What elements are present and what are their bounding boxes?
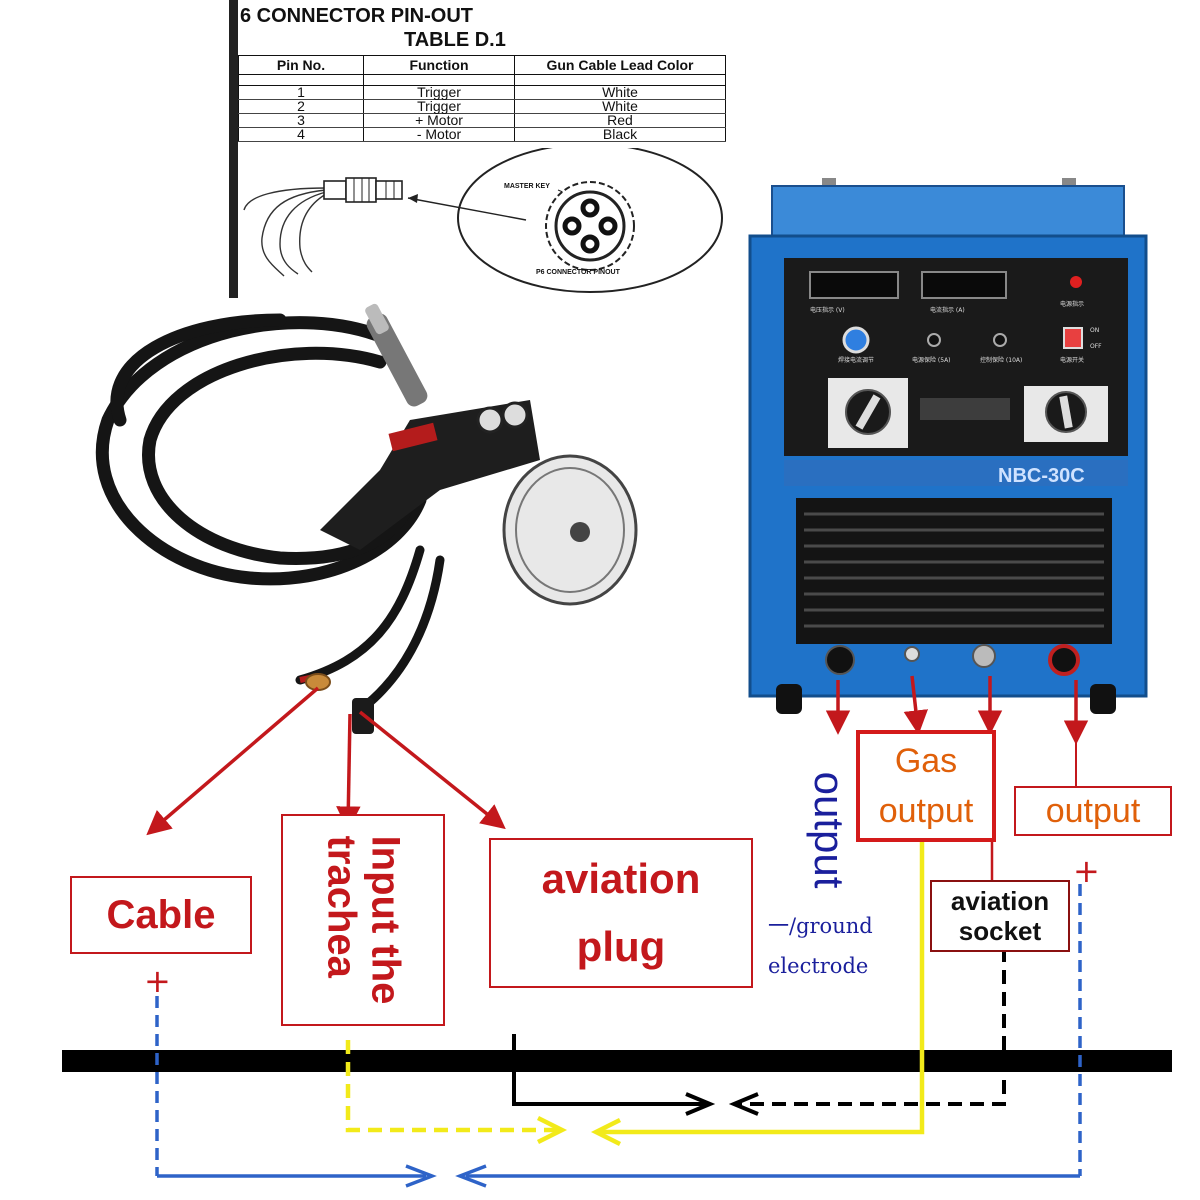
color-cell: White [514, 85, 726, 100]
pinout-table: Pin No. Function Gun Cable Lead Color 1 … [238, 55, 726, 142]
function-cell: + Motor [363, 113, 515, 128]
callout-arrow [407, 197, 527, 221]
gun-pointer-arrows [146, 686, 506, 836]
fuse-label-5a: 电源保险 (5A) [912, 356, 951, 364]
indicator-label-v: 电压指示 (V) [810, 306, 845, 314]
color-cell: White [514, 99, 726, 114]
negative-output-socket[interactable] [825, 645, 855, 675]
power-indicator-icon [1070, 276, 1082, 288]
voltmeter-display [809, 271, 899, 299]
master-key-label: MASTER KEY [504, 183, 550, 190]
pinout-left-rule [229, 0, 238, 298]
color-cell: Black [514, 127, 726, 142]
fuse-label-adjust: 焊接电流调节 [838, 356, 874, 364]
table-row: 4 - Motor Black [238, 127, 726, 142]
aviation-socket-line1: aviation [950, 886, 1050, 916]
ground-electrode-line1: 一/ground [768, 914, 873, 938]
pinout-header-row: Pin No. Function Gun Cable Lead Color [238, 55, 726, 75]
header-pin-no: Pin No. [238, 55, 364, 75]
output-right-label: output [1045, 791, 1141, 830]
aviation-socket-line2: socket [958, 916, 1042, 946]
control-route-black [512, 948, 1006, 1116]
gas-output-fitting[interactable] [904, 646, 920, 662]
color-cell: Red [514, 113, 726, 128]
output-vertical-label: output [806, 771, 853, 889]
indicator-label-power: 电源指示 [1060, 300, 1084, 308]
gas-output-line2: output [878, 792, 974, 830]
ground-electrode-label: 一/ground electrode [768, 906, 873, 986]
fuse-10a-icon [993, 333, 1007, 347]
vent-grille [796, 498, 1112, 644]
switch-off-label: OFF [1090, 343, 1102, 350]
torch-handle [320, 400, 540, 550]
table-row: 2 Trigger White [238, 99, 726, 114]
ground-electrode-line2: electrode [768, 954, 869, 978]
gas-output-box: Gas output [856, 730, 996, 842]
gas-route-yellow [345, 836, 925, 1147]
arrow-to-cable [146, 686, 320, 836]
plus-left-label: + [144, 962, 171, 1000]
header-function: Function [363, 55, 515, 75]
table-row: 3 + Motor Red [238, 113, 726, 128]
fuse-label-10a: 控制保险 (10A) [980, 356, 1022, 364]
pinout-title-line1: 6 CONNECTOR PIN-OUT [240, 5, 473, 27]
ammeter-display [921, 271, 1007, 299]
indicator-label-a: 电流指示 (A) [930, 306, 965, 314]
input-trachea-box: Input the trachea [281, 814, 445, 1026]
cable-route-blue [155, 884, 1082, 1176]
arrow-to-aviation-plug [358, 710, 506, 830]
function-cell: Trigger [363, 99, 515, 114]
input-trachea-line2: trachea [319, 835, 364, 978]
aviation-plug-line2: plug [576, 923, 666, 970]
table-row: 1 Trigger White [238, 85, 726, 100]
connector-wires [243, 187, 327, 277]
fuse-label-switch: 电源开关 [1060, 356, 1084, 364]
arrow-to-trachea [336, 713, 361, 831]
function-cell: Trigger [363, 85, 515, 100]
aviation-socket-box: aviation socket [930, 880, 1070, 952]
positive-output-socket[interactable] [1048, 644, 1080, 676]
connector-diagram: MASTER KEY P6 CONNECTOR PINOUT [243, 148, 723, 293]
wire-spool [502, 454, 638, 606]
cable-label-box: Cable [70, 876, 252, 954]
power-switch[interactable] [1063, 327, 1083, 349]
connector-face [545, 181, 635, 271]
welding-machine: 电压指示 (V) 电流指示 (A) 电源指示 ON OFF 焊接电流调节 电源保… [748, 178, 1148, 714]
aviation-socket[interactable] [972, 644, 996, 668]
output-right-box: output [1014, 786, 1172, 836]
machine-model: NBC-30C [998, 465, 1085, 487]
cable-label: Cable [106, 892, 216, 937]
current-adjust-knob[interactable] [842, 326, 870, 354]
input-trachea-line1: Input the [363, 835, 408, 1005]
connector-callout-ellipse [457, 148, 723, 293]
fuse-5a-icon [927, 333, 941, 347]
base-bar [62, 1050, 1172, 1072]
gas-output-line1: Gas [894, 742, 958, 780]
coiled-cable [95, 313, 427, 586]
pinout-title-line2: TABLE D.1 [404, 29, 506, 51]
cable-bundle [295, 545, 445, 715]
pinout-title: 6 CONNECTOR PIN-OUT TABLE D.1 [240, 4, 720, 52]
connector-caption: P6 CONNECTOR PINOUT [536, 269, 621, 276]
switch-on-label: ON [1090, 327, 1099, 334]
header-lead-color: Gun Cable Lead Color [514, 55, 726, 75]
aviation-plug-line1: aviation [541, 855, 701, 902]
aviation-plug-box: aviation plug [489, 838, 753, 988]
plus-right-label: + [1073, 852, 1100, 890]
welding-gun-illustration [95, 303, 638, 734]
torch-neck [365, 303, 428, 407]
function-cell: - Motor [363, 127, 515, 142]
connector-plug [323, 177, 403, 203]
